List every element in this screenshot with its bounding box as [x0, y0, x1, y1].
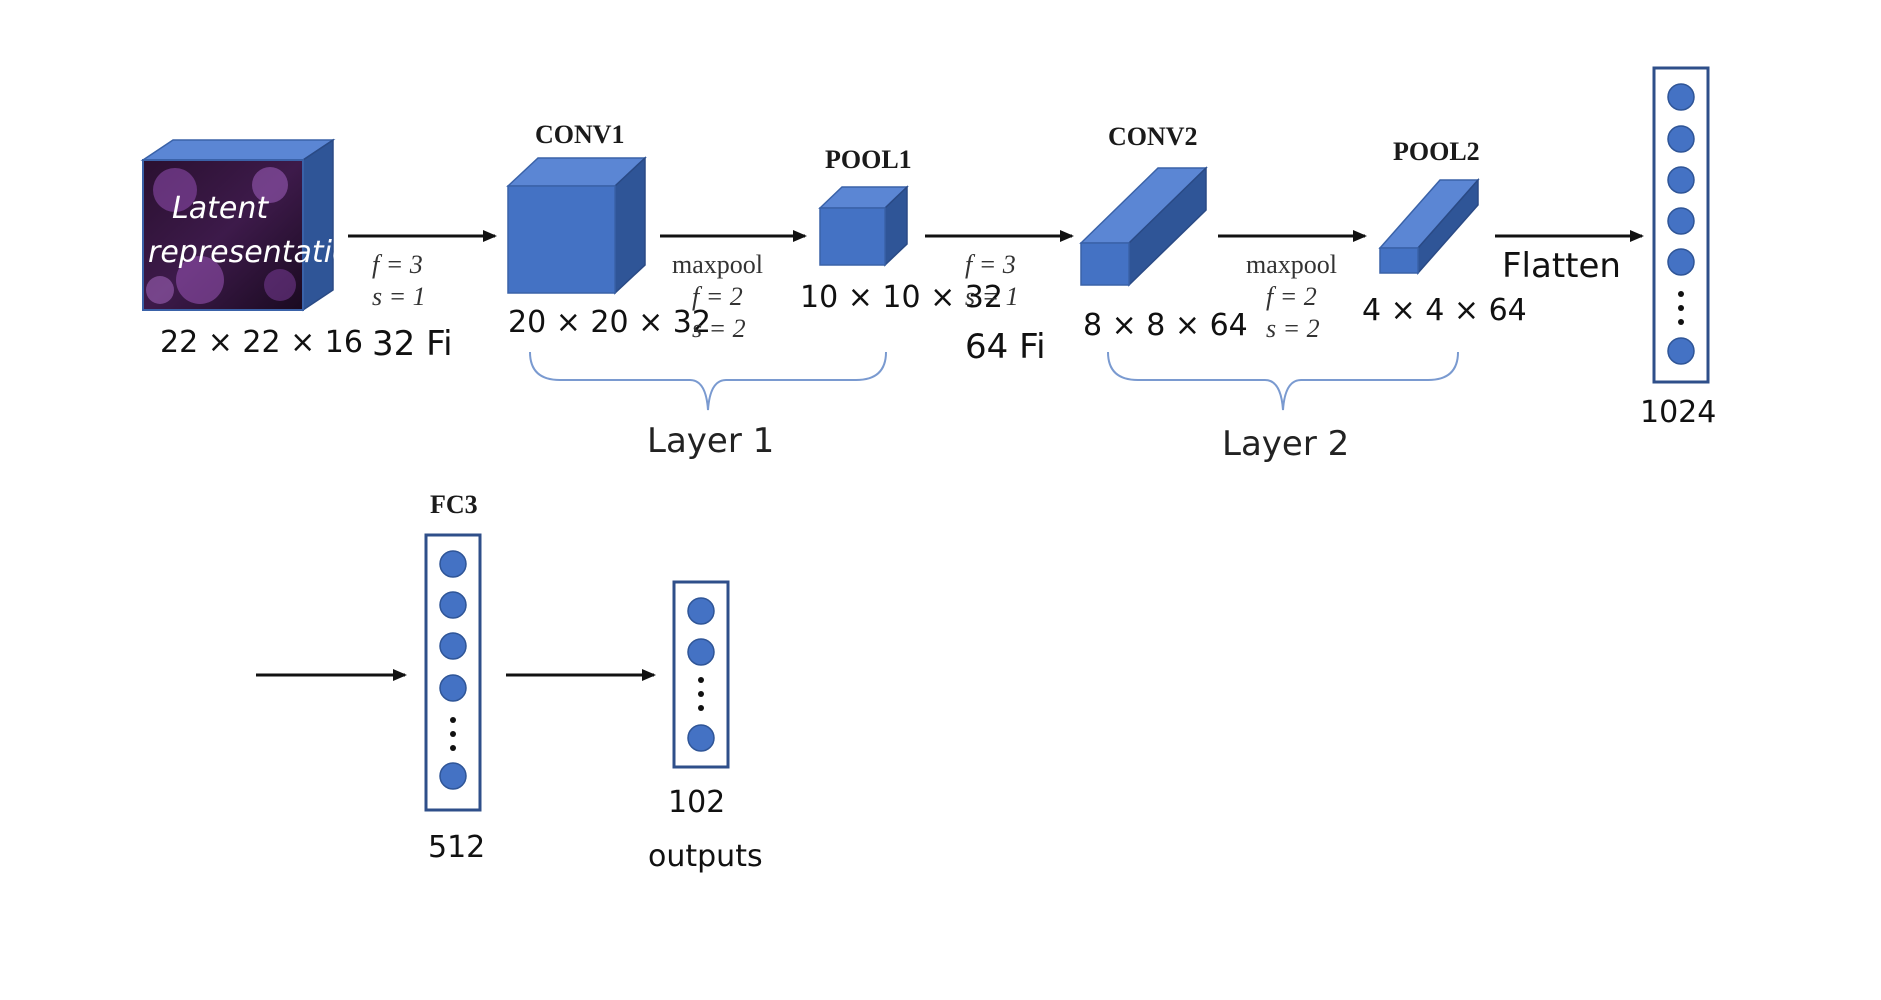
conv1-block — [506, 156, 647, 295]
neuron-circle-icon — [1667, 83, 1695, 111]
conv1-title: CONV1 — [535, 120, 625, 149]
conv2-title: CONV2 — [1108, 122, 1198, 151]
input-text-line1: Latent — [172, 191, 269, 226]
input-block: Latent representation — [140, 138, 369, 312]
fc3-size: 512 — [428, 830, 485, 865]
flatten-neuron-column — [1652, 66, 1710, 384]
pool1-dims: 10 × 10 × 32 — [800, 280, 1003, 315]
pool1-op: maxpool — [672, 250, 763, 279]
pool1-title: POOL1 — [825, 145, 912, 174]
neuron-circle-icon — [687, 724, 715, 752]
neuron-circle-icon — [439, 674, 467, 702]
neuron-circle-icon — [1667, 166, 1695, 194]
layer2-label: Layer 2 — [1222, 424, 1349, 464]
conv1-dims: 20 × 20 × 32 — [508, 305, 711, 340]
conv2-dims: 8 × 8 × 64 — [1083, 308, 1248, 343]
conv2-block — [1079, 166, 1208, 287]
pool2-block — [1378, 178, 1480, 275]
output-neuron-column — [672, 580, 730, 769]
conv2-filters: 64 Fi — [965, 327, 1046, 367]
neuron-circle-icon — [1667, 207, 1695, 235]
pool2-s-label: s = 2 — [1266, 314, 1320, 343]
neuron-circle-icon — [439, 591, 467, 619]
pool1-s-label: s = 2 — [692, 314, 746, 343]
layer1-label: Layer 1 — [647, 421, 774, 461]
ellipsis-dots-icon — [698, 677, 704, 711]
conv1-f-label: f = 3 — [372, 250, 423, 279]
input-text-line2: representation — [148, 235, 369, 270]
neuron-circle-icon — [1667, 125, 1695, 153]
pool2-title: POOL2 — [1393, 137, 1480, 166]
neuron-circle-icon — [1667, 248, 1695, 276]
layer2-curly-brace-icon — [1107, 351, 1459, 411]
conv2-s-label: s = 1 — [965, 282, 1019, 311]
ellipsis-dots-icon — [450, 717, 456, 751]
neuron-circle-icon — [687, 638, 715, 666]
neuron-circle-icon — [1667, 337, 1695, 365]
flatten-label: Flatten — [1502, 246, 1621, 286]
ellipsis-dots-icon — [1678, 291, 1684, 325]
flatten-size: 1024 — [1640, 395, 1716, 430]
input-dims: 22 × 22 × 16 — [160, 325, 363, 360]
conv1-filters: 32 Fi — [372, 324, 453, 364]
pool1-block — [818, 185, 909, 267]
conv2-f-label: f = 3 — [965, 250, 1016, 279]
output-label: outputs — [648, 839, 763, 874]
fc3-title: FC3 — [430, 490, 478, 519]
pool2-op: maxpool — [1246, 250, 1337, 279]
output-size: 102 — [668, 785, 725, 820]
fc3-neuron-column — [424, 533, 482, 812]
pool2-f-label: f = 2 — [1266, 282, 1317, 311]
layer1-curly-brace-icon — [529, 351, 887, 411]
conv1-s-label: s = 1 — [372, 282, 426, 311]
neuron-circle-icon — [439, 550, 467, 578]
pool2-dims: 4 × 4 × 64 — [1362, 293, 1527, 328]
pool1-f-label: f = 2 — [692, 282, 743, 311]
neuron-circle-icon — [439, 632, 467, 660]
neuron-circle-icon — [687, 597, 715, 625]
neuron-circle-icon — [439, 762, 467, 790]
